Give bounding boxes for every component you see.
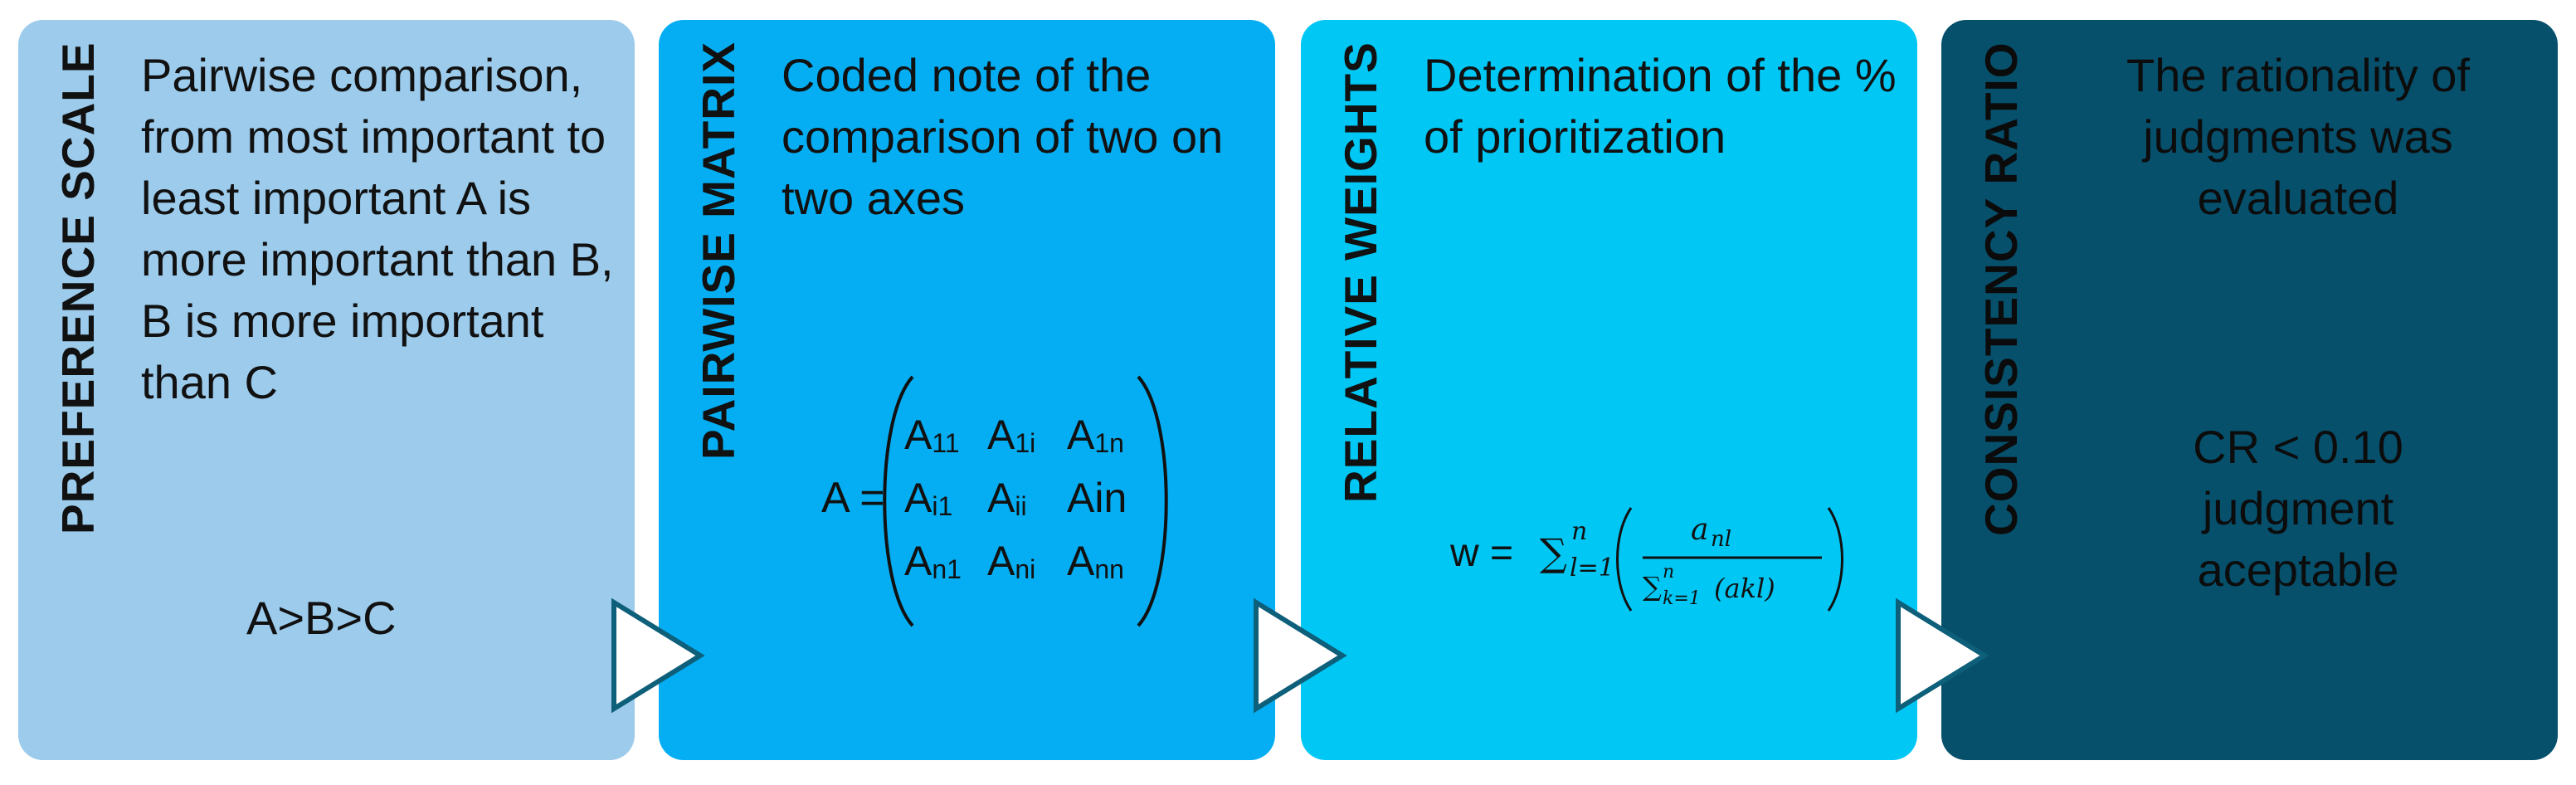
relative-weights-label: RELATIVE WEIGHTS [1335, 41, 1386, 503]
formula-left-paren [1616, 507, 1633, 612]
matrix-cell-base: A [987, 475, 1015, 521]
formula-numerator-sub: nl [1711, 527, 1731, 552]
matrix-cell-base: A [904, 412, 933, 458]
consistency-result: CR < 0.10 judgment aceptable [2066, 417, 2530, 601]
outer-sum-lower: l=1 [1570, 553, 1614, 583]
cr-acceptable: aceptable [2197, 544, 2399, 596]
matrix-cell-subscript: 11 [932, 427, 960, 458]
matrix-cell-base: A [987, 538, 1015, 584]
consistency-ratio-description: The rationality of judgments was evaluat… [2126, 49, 2470, 224]
denominator-sum-upper: n [1663, 562, 1674, 583]
formula-right-paren [1827, 507, 1843, 612]
matrix-cell-subscript: n1 [932, 553, 962, 584]
matrix-cell-base: A [1067, 412, 1095, 458]
outer-sum-upper: n [1571, 517, 1587, 546]
matrix-cell-subscript: 1i [1015, 427, 1036, 458]
matrix-cell-base: A [904, 538, 933, 584]
cr-judgment: judgment [2202, 482, 2394, 534]
matrix-cell-subscript: 1n [1094, 427, 1124, 458]
preference-order-example: A>B>C [246, 592, 397, 644]
matrix-cell-subscript: ii [1015, 490, 1027, 521]
formula-numerator: a [1691, 513, 1708, 547]
cr-threshold: CR < 0.10 [2193, 421, 2403, 473]
pairwise-matrix-panel: PAIRWISE MATRIX Coded note of the compar… [659, 20, 1275, 760]
matrix-brackets [883, 375, 1168, 627]
weights-lhs: w = [1450, 531, 1513, 575]
matrix-cell-base: A [1067, 538, 1095, 584]
matrix-cell: Ain [1067, 466, 1158, 529]
matrix-cell-subscript: nn [1094, 553, 1124, 584]
weights-formula: w = ∑ n l=1 a nl ∑ n k=1 (akl) [1450, 507, 1843, 612]
matrix-cell-subscript: ni [1015, 553, 1036, 584]
chevron-right-arrow-icon [1254, 597, 1347, 714]
consistency-ratio-label: CONSISTENCY RATIO [1975, 41, 2027, 536]
consistency-ratio-panel: CONSISTENCY RATIO The rationality of jud… [1941, 20, 2558, 760]
denominator-sum-symbol: ∑ [1643, 571, 1662, 602]
chevron-right-arrow-icon [611, 597, 705, 714]
denominator-sum-lower: k=1 [1663, 588, 1701, 609]
matrix-cell-base: A [904, 475, 933, 521]
matrix-name: A = [821, 474, 885, 522]
pairwise-matrix-label: PAIRWISE MATRIX [693, 41, 744, 460]
matrix-cell-subscript: i1 [932, 490, 953, 521]
preference-scale-label: PREFERENCE SCALE [52, 41, 104, 534]
denominator-term: (akl) [1714, 573, 1775, 604]
relative-weights-description: Determination of the % of prioritization [1424, 49, 1897, 163]
relative-weights-panel: RELATIVE WEIGHTS Determination of the % … [1301, 20, 1917, 760]
pairwise-matrix-description: Coded note of the comparison of two on t… [782, 49, 1224, 224]
preference-scale-description: Pairwise comparison, from most important… [141, 49, 614, 408]
matrix-cell-base: Ain [1067, 475, 1127, 521]
chevron-right-arrow-icon [1896, 597, 1989, 714]
matrix-cell-base: A [987, 412, 1015, 458]
preference-scale-panel: PREFERENCE SCALE Pairwise comparison, fr… [18, 20, 635, 760]
outer-sum-symbol: ∑ [1540, 530, 1567, 575]
